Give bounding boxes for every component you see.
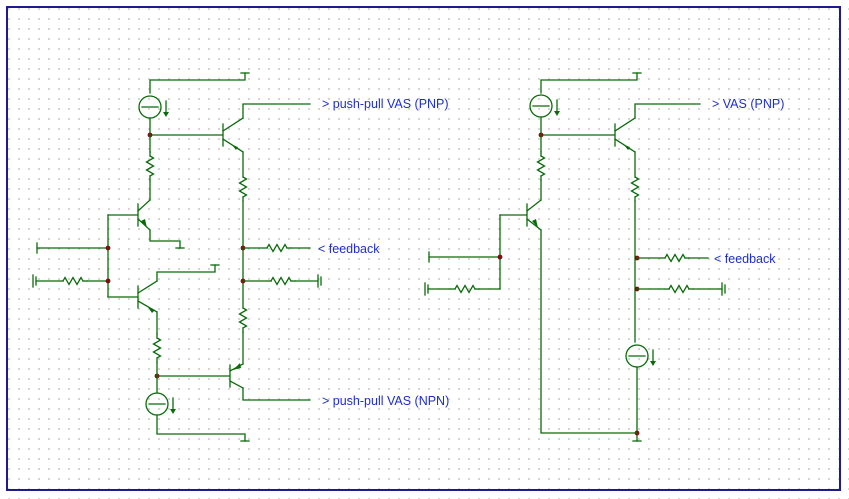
current-source-icon — [529, 94, 561, 118]
label-left-vas-npn: > push-pull VAS (NPN) — [322, 394, 449, 408]
resistor-icon — [664, 284, 694, 294]
current-source-icon — [625, 344, 657, 368]
current-source-icon — [145, 392, 177, 416]
resistor-icon — [266, 276, 296, 286]
label-right-vas-pnp: > VAS (PNP) — [712, 97, 784, 111]
right-circuit: > VAS (PNP) < feedback — [424, 72, 784, 442]
transistor-icon — [137, 199, 151, 231]
resistor-icon — [630, 172, 640, 202]
resistor-icon — [58, 276, 88, 286]
transistor-icon — [137, 280, 158, 313]
resistor-icon — [262, 243, 292, 253]
top-supply-wire — [149, 72, 246, 94]
current-source-icon — [138, 95, 170, 119]
ground-icon — [317, 274, 322, 288]
label-left-feedback: < feedback — [318, 242, 380, 256]
junction-dot — [105, 245, 111, 251]
resistor-icon — [145, 151, 155, 181]
resistor-icon — [238, 172, 248, 202]
transistor-icon — [229, 363, 244, 389]
ground-icon — [721, 282, 726, 296]
junction-dot — [105, 278, 111, 284]
resistor-icon — [450, 284, 480, 294]
label-right-feedback: < feedback — [714, 252, 776, 266]
resistor-icon — [152, 333, 162, 363]
resistor-icon — [238, 303, 248, 333]
transistor-icon — [526, 199, 542, 231]
left-circuit: > push-pull VAS (PNP) < feedback > push-… — [32, 72, 449, 442]
schematic-frame — [6, 6, 841, 491]
junction-dot — [497, 254, 503, 260]
transistor-icon — [222, 117, 244, 153]
resistor-icon — [660, 253, 690, 263]
transistor-icon — [614, 117, 636, 153]
resistor-icon — [536, 151, 546, 181]
label-left-vas-pnp: > push-pull VAS (PNP) — [322, 97, 449, 111]
